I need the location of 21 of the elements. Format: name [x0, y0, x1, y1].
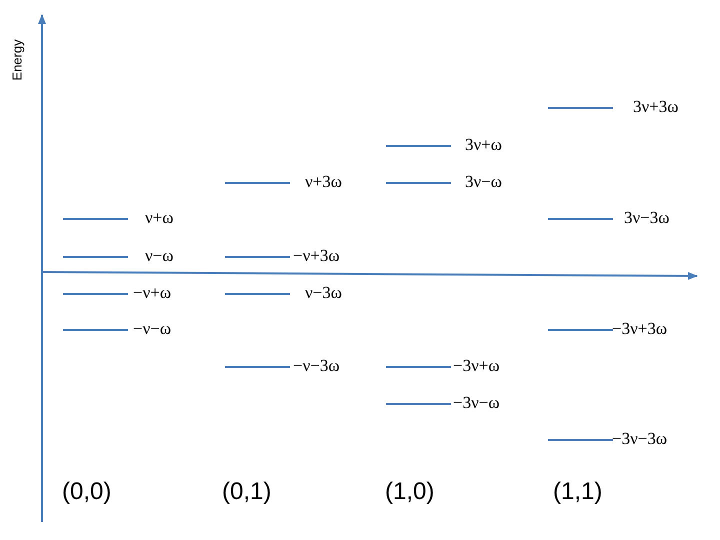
- level-label: −ν+3ω: [293, 247, 340, 264]
- column-label: (1,1): [553, 480, 602, 504]
- level-label: 3ν−ω: [465, 173, 502, 190]
- level-label: −ν−3ω: [293, 357, 340, 374]
- level-label: −ν−ω: [133, 320, 172, 337]
- level-label: −3ν−3ω: [612, 430, 668, 447]
- level-label: ν−3ω: [305, 284, 342, 301]
- level-label: ν−ω: [145, 247, 174, 264]
- level-label: −3ν+ω: [453, 357, 500, 374]
- column-label: (0,0): [62, 480, 112, 504]
- level-label: 3ν+3ω: [633, 98, 678, 115]
- axis-label: Energy: [10, 39, 24, 81]
- level-label: −3ν−ω: [453, 394, 500, 411]
- level-label: 3ν−3ω: [624, 209, 670, 226]
- column-label: (1,0): [385, 480, 434, 504]
- level-label: −3ν+3ω: [612, 320, 668, 337]
- column-label: (0,1): [222, 480, 272, 504]
- level-label: −ν+ω: [133, 284, 172, 301]
- level-label: ν+ω: [145, 209, 174, 226]
- level-label: 3ν+ω: [465, 136, 502, 153]
- level-label: ν+3ω: [305, 173, 342, 190]
